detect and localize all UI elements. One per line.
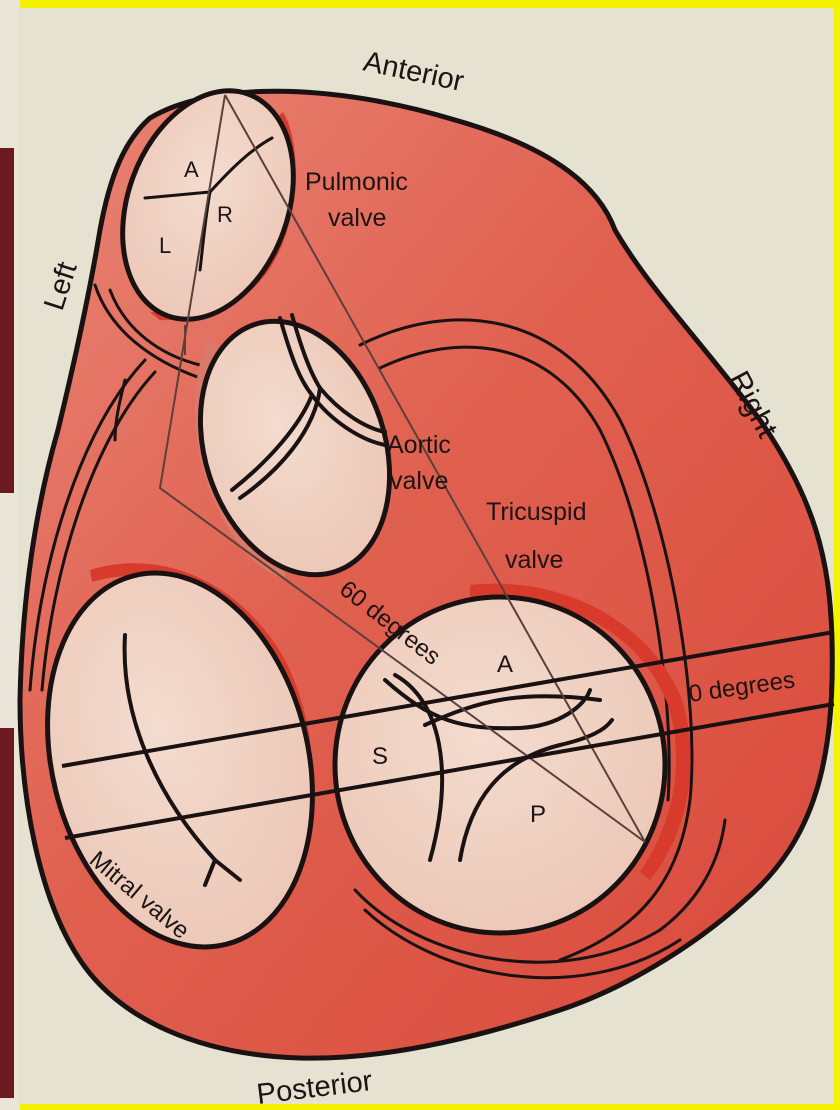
pulmonic-cusp-a: A — [184, 157, 199, 182]
label-aortic-line1: Aortic — [387, 431, 451, 459]
label-tricuspid-line2: valve — [505, 546, 563, 574]
tricuspid-cusp-a: A — [497, 651, 513, 678]
label-tricuspid-line1: Tricuspid — [486, 498, 587, 526]
left-edge-dark-band-2 — [0, 728, 14, 1098]
label-aortic-line2: valve — [390, 467, 448, 495]
pulmonic-cusp-l: L — [159, 233, 171, 258]
label-pulmonic-line2: valve — [328, 204, 386, 232]
pulmonic-cusp-r: R — [217, 202, 233, 227]
tricuspid-cusp-s: S — [372, 743, 388, 770]
left-edge-dark-band-1 — [0, 148, 14, 493]
label-pulmonic-line1: Pulmonic — [305, 168, 408, 196]
tricuspid-cusp-p: P — [530, 801, 546, 828]
